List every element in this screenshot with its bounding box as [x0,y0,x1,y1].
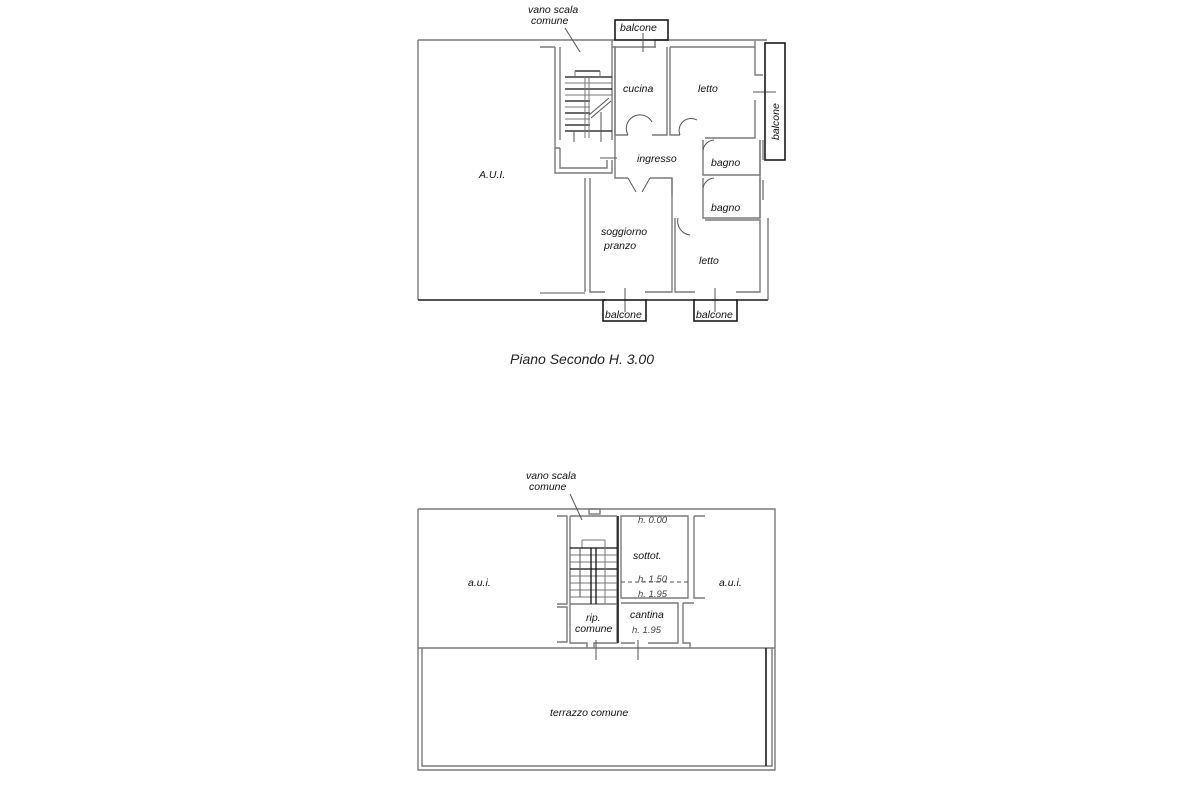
stair-label: comune [531,15,569,27]
height-label: h. 1.95 [632,625,662,636]
cellar-right-wall [682,602,694,648]
outer-wall [418,508,776,648]
room-label-cantina: cantina [630,609,664,621]
bedroom-bottom-door [677,217,691,236]
balcony-label-right: balcone [770,103,782,140]
bathroom-2-door [702,177,715,189]
living-walls [584,178,673,293]
bedroom-top-walls [670,41,763,139]
living-double-door [627,177,651,193]
room-label-pranzo: pranzo [603,240,636,252]
kitchen-walls [614,47,680,136]
stair-core-walls [569,516,618,648]
attic-room [620,515,689,599]
bedroom-top-door [678,117,698,136]
room-label-letto: letto [699,255,719,267]
room-label-bagno: bagno [711,157,740,169]
room-label-terrazzo: terrazzo comune [550,707,628,719]
staircase [565,70,612,142]
balcony-top [614,19,669,41]
height-label: h. 1.95 [638,589,668,600]
room-label-ingresso: ingresso [637,153,677,165]
balcony-right [764,42,786,161]
balcony-bottom-left [602,299,647,322]
balcony-label-top: balcone [620,22,657,34]
stair-label: vano scala [528,4,578,16]
height-label: h. 1.50 [638,574,668,585]
stair-wall-left [554,47,561,149]
room-label-rip: rip. [586,612,601,624]
stair-label: comune [529,481,567,493]
room-label-aui-left: a.u.i. [468,577,491,589]
room-label-comune: comune [575,623,613,635]
room-label-aui: A.U.I. [478,169,505,181]
stair-core-left [557,515,568,643]
balcony-label-bottom-right: balcone [696,309,733,321]
bedroom-bottom-walls [674,218,769,300]
balcony-label-bottom-left: balcone [605,309,642,321]
lower-plan: vano scala comune a.u.i. a.u.i. sottot. … [417,470,776,771]
room-label-bagno: bagno [711,202,740,214]
height-label: h. 0.00 [638,515,668,526]
attic-right-wall [693,515,705,599]
cellar-room [621,602,679,644]
room-label-letto: letto [698,83,718,95]
bathroom-1-door [702,139,715,151]
room-label-cucina: cucina [623,83,654,95]
upper-plan: vano scala comune A.U.I. cucina letto in… [417,4,786,367]
plan-caption: Piano Secondo H. 3.00 [510,351,654,367]
staircase [570,539,617,604]
bathroom-outer [759,140,764,218]
roof-vent [588,508,601,515]
top-wall-inner [540,40,656,48]
terrace-outline [421,648,773,767]
balcony-bottom-right [693,299,738,322]
terrace-outer [417,648,776,771]
leader-line [569,493,583,521]
hall-walls [614,138,673,195]
kitchen-door [625,114,653,136]
leader-line [564,27,581,53]
room-label-soggiorno: soggiorno [601,226,647,238]
stair-label: vano scala [526,470,576,482]
landing-wall [554,148,613,174]
room-label-sottotetto: sottot. [633,550,662,562]
room-label-aui-right: a.u.i. [719,577,742,589]
